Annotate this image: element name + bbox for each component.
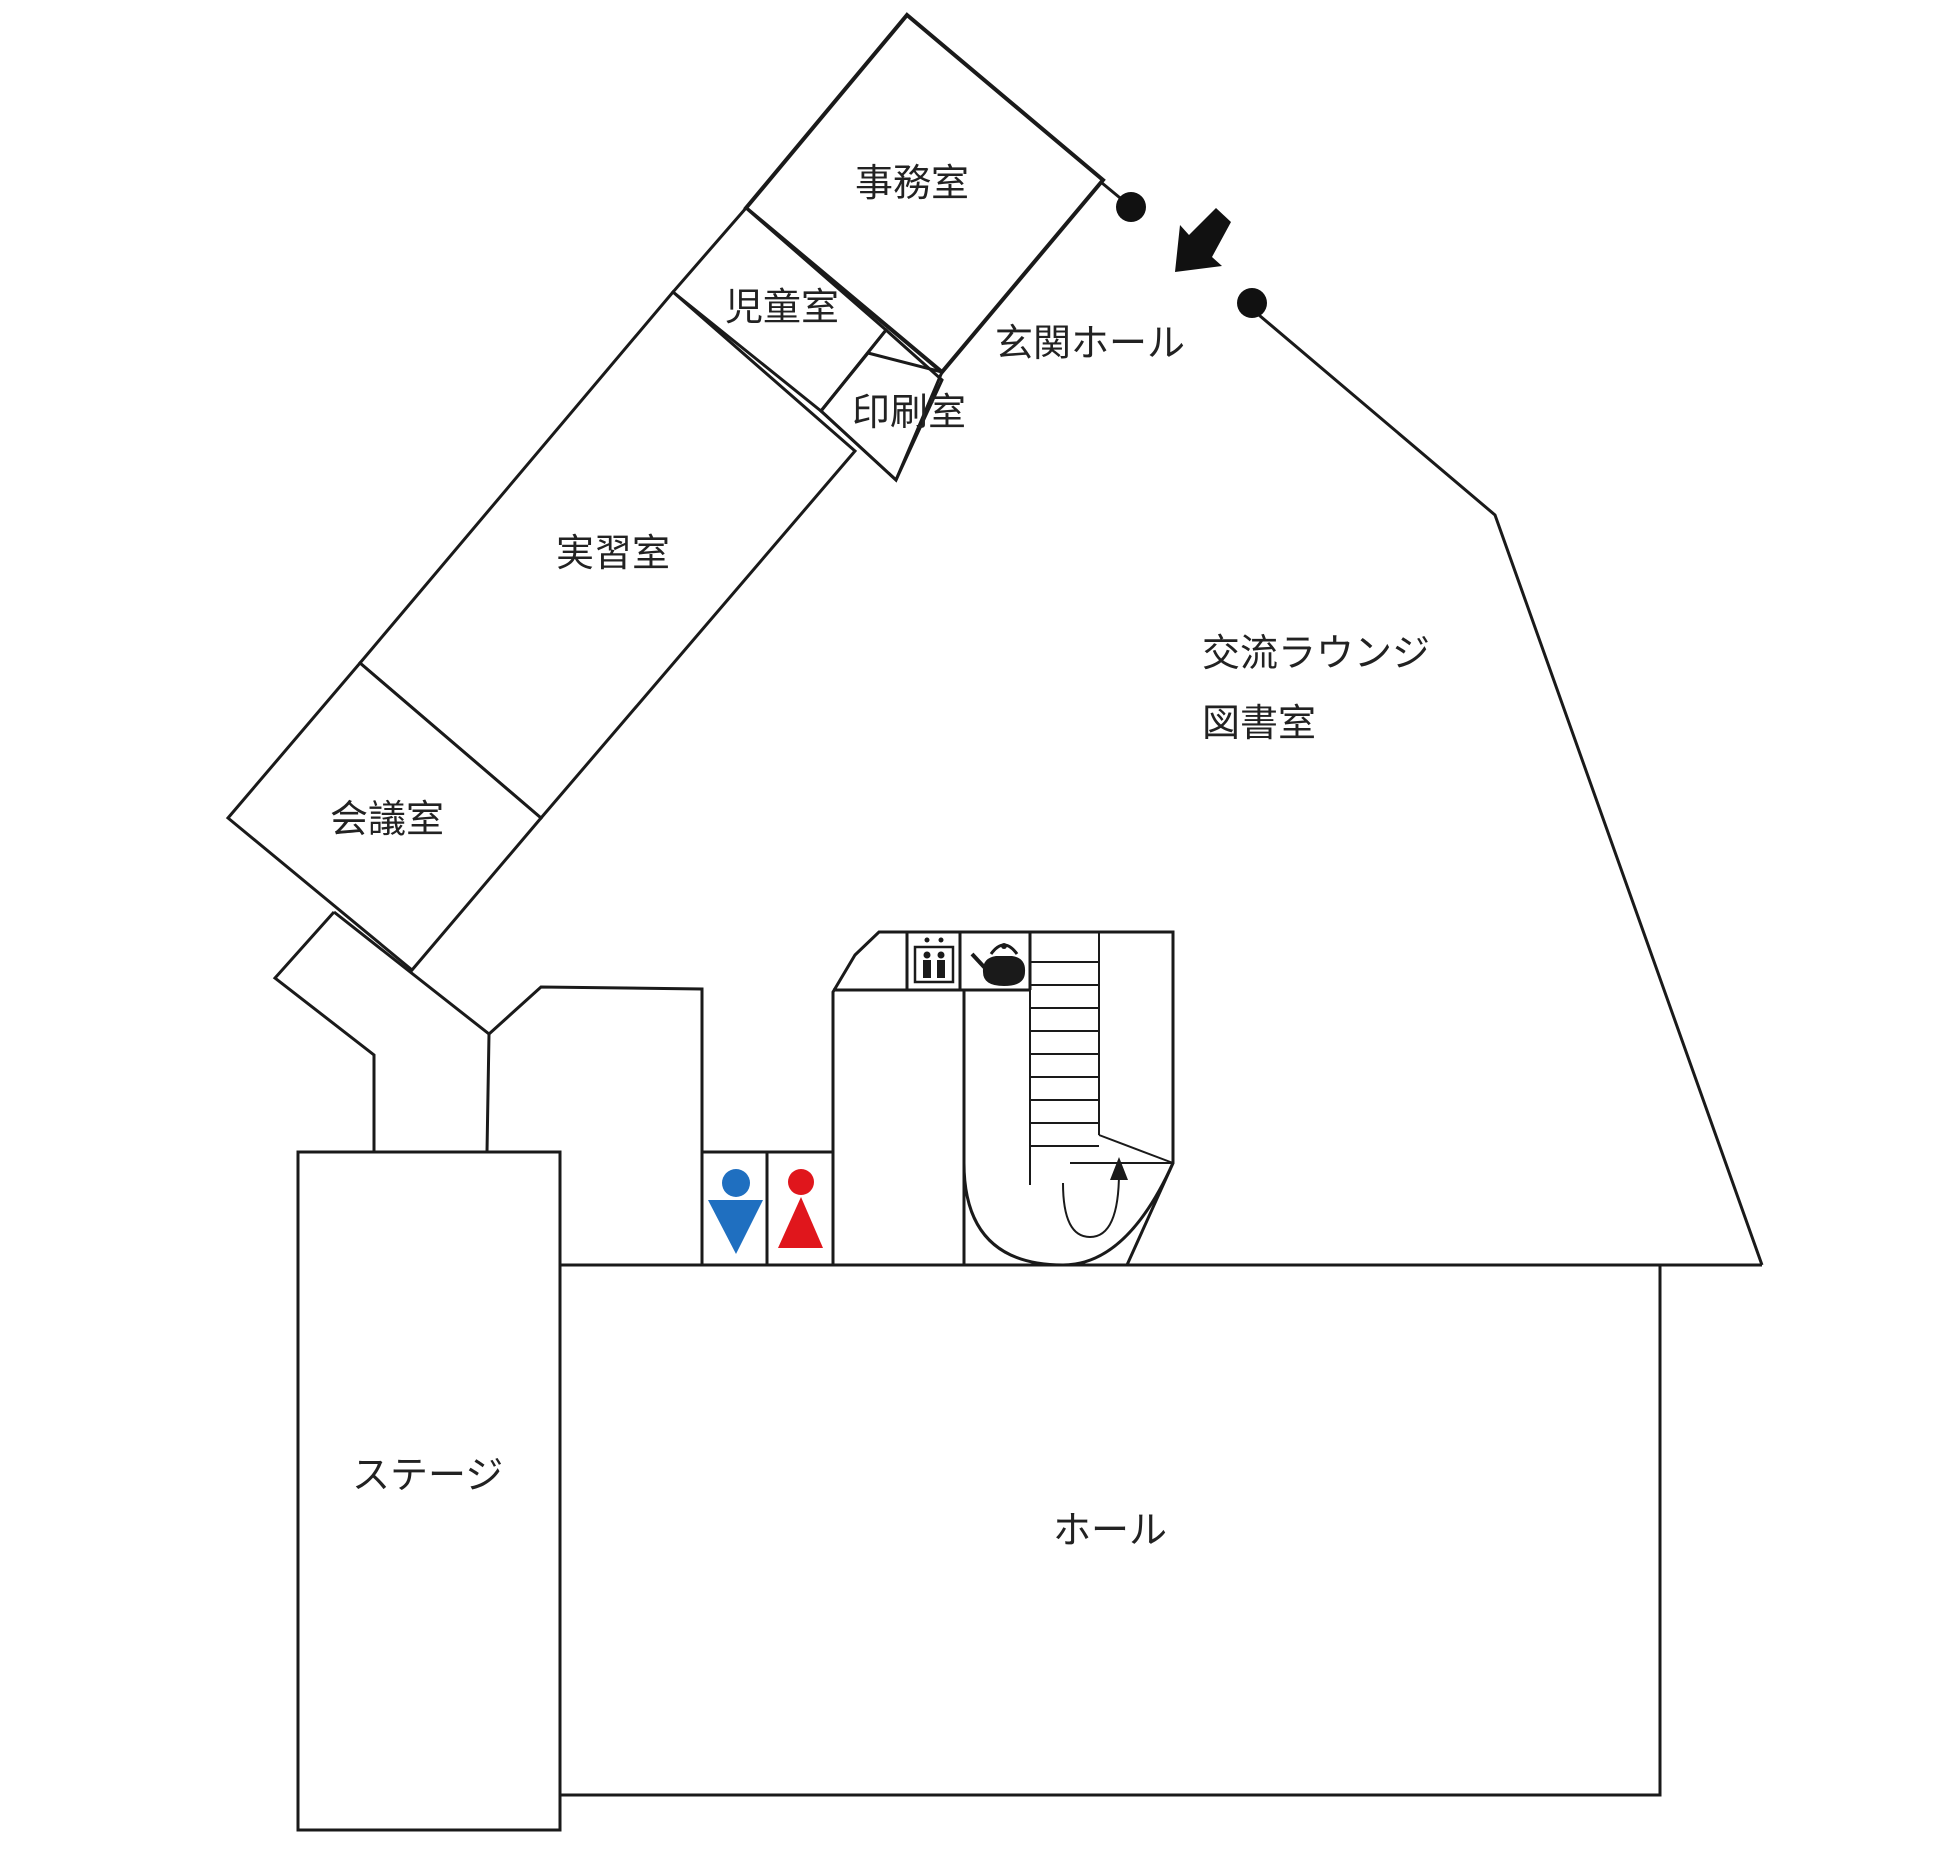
elevator-icon	[913, 937, 955, 984]
entrance-post-right	[1237, 288, 1267, 318]
stair-walk-line	[1062, 1171, 1120, 1239]
room-hall	[558, 1263, 1662, 1797]
label-stage: ステージ	[352, 1453, 503, 1497]
label-jisshuushitsu: 実習室	[556, 531, 670, 575]
womens-restroom-icon	[778, 1169, 823, 1248]
label-insatsushitsu: 印刷室	[852, 390, 966, 434]
kettle-icon	[970, 943, 1026, 986]
entrance-post-left	[1116, 192, 1146, 222]
label-jimushitsu: 事務室	[855, 161, 969, 205]
room-insatsushitsu-outline	[818, 327, 944, 483]
label-hall: ホール	[1053, 1508, 1167, 1552]
label-kouryuu-lounge: 交流ラウンジ	[1202, 631, 1430, 675]
label-genkan-hall: 玄関ホール	[995, 321, 1185, 365]
entrance-arrow-icon	[1175, 208, 1231, 272]
core-outline	[831, 930, 1175, 1267]
label-jidoushitsu: 児童室	[725, 285, 839, 329]
corridor-left-wall	[272, 911, 376, 1152]
staircase	[962, 932, 1175, 1267]
room-kaigishitsu	[225, 660, 544, 973]
room-stage	[296, 1150, 562, 1832]
mens-restroom-icon	[708, 1169, 763, 1254]
corridor-block	[487, 985, 704, 1265]
lounge-outer-wall	[1252, 308, 1764, 1266]
label-toshoshitsu: 図書室	[1202, 701, 1316, 745]
label-kaigishitsu: 会議室	[330, 797, 444, 841]
stair-up-arrow-icon	[1110, 1157, 1128, 1180]
